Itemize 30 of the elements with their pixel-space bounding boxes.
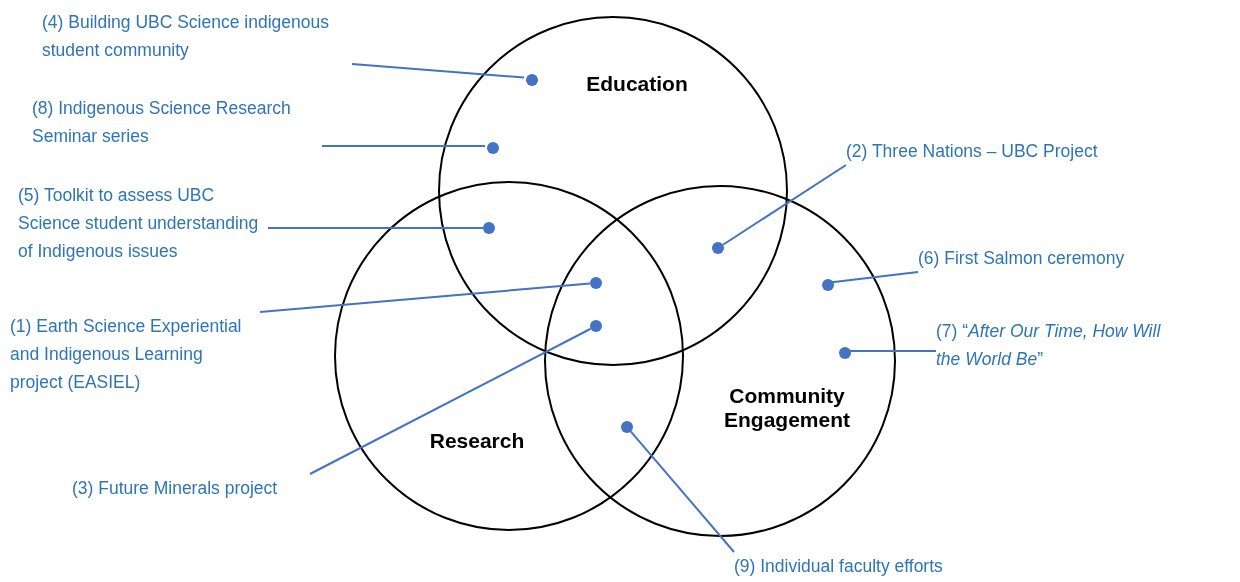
circle-label: Education <box>585 72 689 96</box>
callout-text: (6) First Salmon ceremony <box>918 244 1218 272</box>
point-marker <box>839 347 851 359</box>
point-marker <box>822 279 834 291</box>
leader-line <box>351 63 525 79</box>
leader-line <box>259 282 591 313</box>
point-marker <box>487 142 499 154</box>
leader-line <box>830 271 919 284</box>
leader-line <box>309 327 592 475</box>
callout-text: (5) Toolkit to assess UBC Science student understanding of Indigenous issues <box>18 181 268 265</box>
point-marker <box>590 320 602 332</box>
callout-text: (1) Earth Science Experiential and Indigenous Learning project (EASIEL) <box>10 312 260 396</box>
callout-text: (8) Indigenous Science Research Seminar series <box>32 94 322 150</box>
point-marker <box>590 277 602 289</box>
leader-line <box>629 430 735 553</box>
callout-text: (3) Future Minerals project <box>72 474 310 502</box>
callout-text: (7) “After Our Time, How Will the World Be” <box>936 317 1186 373</box>
leader-line <box>321 145 486 147</box>
point-marker <box>712 242 724 254</box>
circle-label: Research <box>428 429 526 453</box>
leader-line <box>722 164 847 246</box>
point-marker <box>526 74 538 86</box>
circle-label: Community Engagement <box>723 384 851 432</box>
callout-text: (2) Three Nations – UBC Project <box>846 137 1176 165</box>
leader-line <box>267 227 484 229</box>
leader-line <box>848 350 937 352</box>
point-marker <box>483 222 495 234</box>
callout-text: (9) Individual faculty efforts <box>734 552 1034 580</box>
callout-text: (4) Building UBC Science indigenous student community <box>42 8 352 64</box>
point-marker <box>621 421 633 433</box>
